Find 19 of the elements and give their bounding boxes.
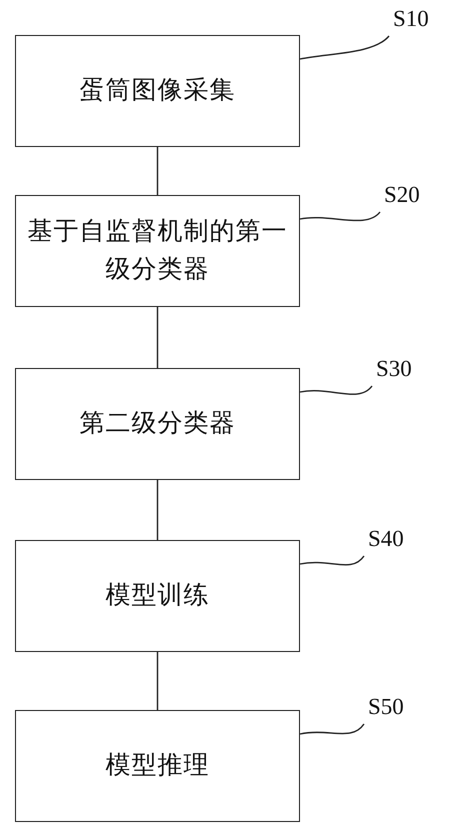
leader-line (300, 556, 365, 566)
leader-line (300, 386, 372, 395)
leader-line (300, 36, 390, 60)
process-box: 蛋筒图像采集 (15, 35, 300, 147)
step-label: S20 (384, 182, 420, 208)
step-label: S40 (368, 526, 404, 552)
step-label: S50 (368, 694, 404, 720)
connector-line (156, 307, 158, 368)
connector-line (156, 480, 158, 540)
process-box: 模型训练 (15, 540, 300, 652)
process-box: 第二级分类器 (15, 368, 300, 480)
leader-line (300, 724, 365, 735)
process-box: 基于自监督机制的第一级分类器 (15, 195, 300, 307)
leader-line (300, 212, 380, 222)
connector-line (156, 652, 158, 710)
process-box: 模型推理 (15, 710, 300, 822)
step-label: S30 (376, 356, 412, 382)
connector-line (156, 147, 158, 195)
step-label: S10 (393, 6, 429, 32)
